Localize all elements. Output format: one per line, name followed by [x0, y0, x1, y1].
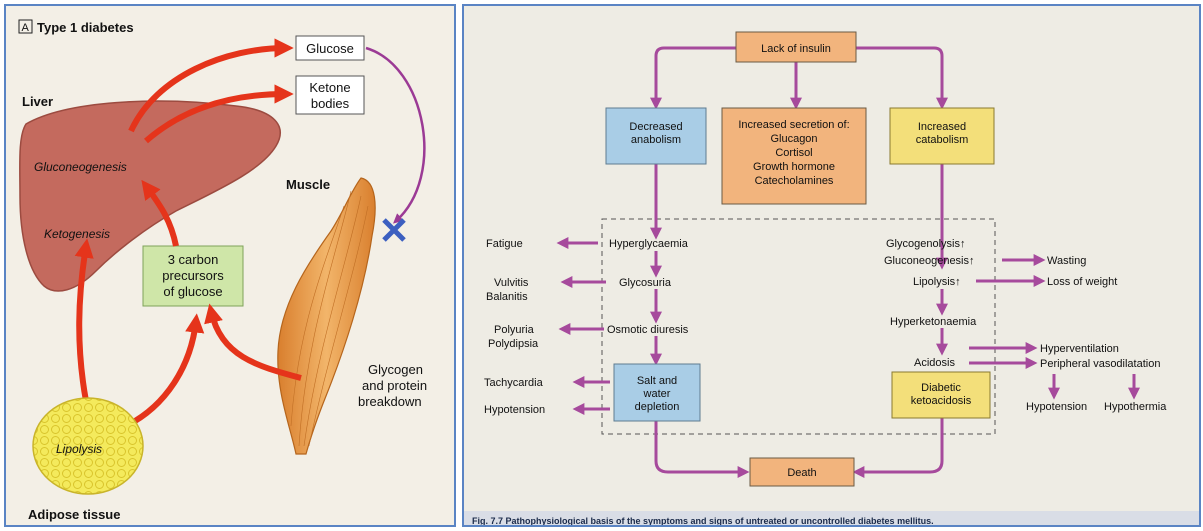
death-box — [749, 457, 855, 487]
lipolysis-label: Lipolysis — [56, 442, 102, 456]
vasodilatation-label: Peripheral vasodilatation — [1040, 358, 1160, 370]
dka-label-2: ketoacidosis — [911, 395, 972, 407]
fatigue-label: Fatigue — [486, 238, 523, 250]
decreased-label-2: anabolism — [631, 134, 681, 146]
panel-letter: A — [22, 22, 30, 34]
hypotension-right-label: Hypotension — [1026, 401, 1087, 413]
salt-label-1: Salt and — [637, 375, 677, 387]
glycogenolysis-label: Glycogenolysis↑ — [886, 238, 965, 250]
decreased-anabolism-box — [605, 107, 707, 165]
lack-insulin-label: Lack of insulin — [761, 43, 831, 55]
ketone-bodies-label-1: Ketone — [309, 80, 350, 95]
precursors-label-3: of glucose — [163, 284, 222, 299]
precursors-label-2: precursors — [162, 268, 224, 283]
salt-label-3: depletion — [635, 401, 680, 413]
glycogen-label-1: Glycogen — [368, 362, 423, 377]
gluconeogenesis-right-label: Gluconeogenesis↑ — [884, 255, 975, 267]
type1-diabetes-panel: A Type 1 diabetes Liver Gluconeogenesis … — [4, 4, 456, 527]
death-label: Death — [787, 467, 816, 479]
ketone-bodies-label-2: bodies — [311, 96, 350, 111]
arrow-salt-to-death — [654, 421, 750, 478]
panel-letter-box — [18, 19, 33, 34]
arrow-dka-to-death — [852, 418, 944, 478]
glucose-to-muscle-arrow — [365, 46, 426, 224]
glucose-label: Glucose — [306, 41, 354, 56]
adipose-to-precursors-arrow — [124, 313, 205, 429]
ketogenesis-label: Ketogenesis — [44, 227, 110, 241]
hyperventilation-label: Hyperventilation — [1040, 343, 1119, 355]
panel-title: Type 1 diabetes — [37, 20, 134, 35]
dashed-region — [601, 218, 996, 435]
muscle-shape — [277, 177, 376, 455]
increased-secretion-box — [721, 107, 867, 205]
decreased-label-1: Decreased — [629, 121, 682, 133]
loss-weight-label: Loss of weight — [1047, 276, 1117, 288]
precursors-to-liver-arrow — [141, 179, 179, 247]
osmotic-diuresis-label: Osmotic diuresis — [607, 324, 689, 336]
secretion-label-5: Catecholamines — [755, 175, 834, 187]
blocked-cross-icon — [382, 218, 406, 242]
salt-label-2: water — [643, 388, 671, 400]
lipolysis-right-label: Lipolysis↑ — [913, 276, 961, 288]
liver-to-glucose-arrow — [128, 38, 294, 133]
arrow-lack-to-decreased — [650, 46, 736, 110]
muscle-label: Muscle — [286, 177, 330, 192]
secretion-label-4: Growth hormone — [753, 161, 835, 173]
figure-caption: Fig. 7.7 Pathophysiological basis of the… — [472, 516, 934, 526]
gluconeogenesis-label: Gluconeogenesis — [34, 160, 127, 174]
hyperglycaemia-label: Hyperglycaemia — [609, 238, 689, 250]
hyperketonaemia-label: Hyperketonaemia — [890, 316, 977, 328]
pathophysiology-panel: Lack of insulin Decreased anabolism Incr… — [462, 4, 1201, 527]
hypotension-left-label: Hypotension — [484, 404, 545, 416]
secretion-label-1: Increased secretion of: — [738, 119, 849, 131]
secretion-label-3: Cortisol — [775, 147, 812, 159]
polyuria-label: Polyuria — [494, 324, 535, 336]
adipose-shape — [32, 397, 144, 495]
liver-label: Liver — [22, 94, 53, 109]
secretion-label-2: Glucagon — [770, 133, 817, 145]
increased-label-2: catabolism — [916, 134, 969, 146]
wasting-label: Wasting — [1047, 255, 1086, 267]
glycosuria-label: Glycosuria — [619, 277, 672, 289]
glycogen-label-3: breakdown — [358, 394, 422, 409]
salt-water-box — [613, 363, 701, 422]
increased-label-1: Increased — [918, 121, 966, 133]
adipose-to-liver-arrow — [74, 238, 94, 402]
ketone-bodies-box — [295, 75, 365, 115]
hypothermia-label: Hypothermia — [1104, 401, 1167, 413]
polydipsia-label: Polydipsia — [488, 338, 539, 350]
glycogen-label-2: and protein — [362, 378, 427, 393]
muscle-fibers — [290, 190, 369, 447]
dka-box — [891, 371, 991, 419]
vulvitis-label: Vulvitis — [494, 277, 529, 289]
muscle-to-precursors-arrow — [204, 303, 302, 381]
tachycardia-label: Tachycardia — [484, 377, 544, 389]
lack-insulin-box — [735, 31, 857, 63]
glucose-box — [295, 35, 365, 61]
pathophysiology-diagram: Lack of insulin Decreased anabolism Incr… — [464, 31, 1199, 526]
caption-bar — [464, 511, 1199, 525]
dka-label-1: Diabetic — [921, 382, 961, 394]
arrow-lack-to-increased — [856, 46, 948, 110]
adipose-label: Adipose tissue — [28, 507, 120, 522]
balanitis-label: Balanitis — [486, 291, 528, 303]
type1-diabetes-diagram: A Type 1 diabetes Liver Gluconeogenesis … — [18, 19, 427, 522]
acidosis-label: Acidosis — [914, 357, 955, 369]
precursors-box — [142, 245, 244, 307]
liver-to-ketone-arrow — [144, 84, 294, 144]
precursors-label-1: 3 carbon — [168, 252, 219, 267]
increased-catabolism-box — [889, 107, 995, 165]
